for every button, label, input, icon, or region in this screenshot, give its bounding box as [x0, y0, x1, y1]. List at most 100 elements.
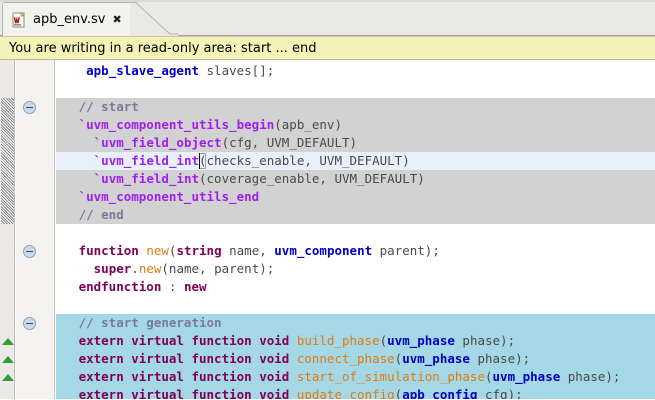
code-token: connect_phase — [296, 351, 395, 366]
editor-tab-apb-env-sv[interactable]: apb_env.sv ✖ — [2, 2, 138, 36]
folding-ruler[interactable] — [16, 60, 55, 399]
code-token: (coverage_enable, UVM_DEFAULT) — [199, 171, 425, 186]
code-token — [56, 117, 79, 132]
code-token: // start — [78, 99, 139, 114]
code-token: `uvm_field_int — [93, 171, 199, 186]
code-token: `uvm_field_object — [93, 135, 222, 150]
code-token: cfg); — [477, 387, 523, 399]
code-line[interactable]: `uvm_component_utils_begin(apb_env) — [56, 116, 342, 134]
bracket-match-highlight — [198, 153, 207, 169]
code-token: uvm_component — [274, 243, 373, 258]
code-token: phase); — [454, 333, 516, 348]
code-line[interactable]: extern virtual function void start_of_si… — [56, 368, 621, 386]
code-token — [289, 387, 297, 399]
code-line[interactable]: // start — [56, 98, 139, 116]
code-token: new — [183, 279, 207, 294]
code-token: uvm_phase — [387, 333, 455, 348]
code-line[interactable]: extern virtual function void update_conf… — [56, 386, 523, 399]
code-token: uvm_phase — [402, 351, 470, 366]
code-token: update_config — [296, 387, 395, 399]
code-token: : — [161, 279, 184, 294]
gutter-edge — [55, 60, 56, 399]
overridden-method-marker-icon[interactable] — [2, 356, 14, 363]
code-surface[interactable]: apb_slave_agent slaves[]; // start `uvm_… — [56, 60, 655, 399]
code-token — [56, 63, 86, 78]
code-token: ( — [379, 333, 388, 348]
code-line[interactable]: function new(string name, uvm_component … — [56, 242, 440, 260]
code-token: function — [78, 243, 139, 258]
code-token — [56, 387, 79, 399]
code-token: ( — [394, 387, 403, 399]
code-token: build_phase — [296, 333, 380, 348]
code-token: ( — [484, 369, 493, 384]
code-line[interactable]: `uvm_field_int(coverage_enable, UVM_DEFA… — [56, 170, 425, 188]
code-token: extern virtual function void — [78, 333, 290, 348]
code-token — [56, 261, 94, 276]
code-token — [56, 333, 79, 348]
code-token: `uvm_component_utils_end — [78, 189, 260, 204]
fold-collapse-icon[interactable] — [23, 245, 36, 258]
code-token: (cfg, UVM_DEFAULT) — [221, 135, 358, 150]
code-token: extern virtual function void — [78, 387, 290, 399]
code-token — [289, 369, 297, 384]
code-line[interactable]: `uvm_field_object(cfg, UVM_DEFAULT) — [56, 134, 357, 152]
code-token: `uvm_component_utils_begin — [78, 117, 275, 132]
code-token — [56, 171, 94, 186]
code-line[interactable]: extern virtual function void build_phase… — [56, 332, 516, 350]
code-token: slaves[]; — [199, 63, 275, 78]
fold-collapse-icon[interactable] — [23, 101, 36, 114]
code-token: string — [176, 243, 222, 258]
editor-tab-bar: apb_env.sv ✖ — [0, 0, 655, 36]
code-token: ( — [394, 351, 403, 366]
code-token: phase); — [560, 369, 621, 384]
code-token: // end — [78, 207, 124, 222]
code-token: start_of_simulation_phase — [296, 369, 485, 384]
code-token: parent); — [372, 243, 440, 258]
overridden-method-marker-icon[interactable] — [2, 338, 14, 345]
code-editor-area[interactable]: apb_slave_agent slaves[]; // start `uvm_… — [0, 60, 655, 399]
readonly-hatch-marker — [1, 98, 14, 224]
code-token: . — [131, 261, 139, 276]
code-token — [56, 189, 79, 204]
code-token: extern virtual function void — [78, 369, 290, 384]
code-line[interactable]: // end — [56, 206, 124, 224]
code-token: `uvm_field_int — [93, 153, 199, 168]
code-text-layer[interactable]: apb_slave_agent slaves[]; // start `uvm_… — [56, 60, 655, 399]
code-token: new — [138, 261, 162, 276]
code-line[interactable]: // start generation — [56, 314, 222, 332]
close-icon[interactable]: ✖ — [112, 13, 122, 26]
code-token: new — [146, 243, 169, 258]
code-token — [56, 315, 79, 330]
code-token: apb_config — [402, 387, 478, 399]
code-token: name, — [221, 243, 275, 258]
code-token: super — [93, 261, 132, 276]
code-line[interactable]: super.new(name, parent); — [56, 260, 275, 278]
code-token: extern virtual function void — [78, 351, 290, 366]
code-token — [56, 99, 79, 114]
fold-collapse-icon[interactable] — [23, 317, 36, 330]
code-token: uvm_phase — [492, 369, 561, 384]
code-line[interactable]: `uvm_component_utils_end — [56, 188, 260, 206]
code-token — [56, 243, 79, 258]
generated-code-block-background — [56, 314, 655, 399]
code-token — [56, 153, 94, 168]
code-token: (checks_enable, UVM_DEFAULT) — [199, 153, 410, 168]
overridden-method-marker-icon[interactable] — [2, 374, 14, 381]
code-token — [56, 351, 79, 366]
readonly-warning-text: You are writing in a read-only area: sta… — [9, 40, 317, 56]
code-line[interactable]: extern virtual function void connect_pha… — [56, 350, 531, 368]
code-token — [56, 207, 79, 222]
code-token: (apb_env) — [274, 117, 342, 132]
code-token: // start generation — [78, 315, 222, 330]
code-line[interactable]: apb_slave_agent slaves[]; — [56, 62, 274, 80]
systemverilog-file-icon — [11, 11, 27, 28]
readonly-warning-banner: You are writing in a read-only area: sta… — [0, 36, 655, 60]
code-token: endfunction — [78, 279, 162, 294]
code-token — [56, 279, 79, 294]
code-token: (name, parent); — [161, 261, 275, 276]
code-token: apb_slave_agent — [86, 63, 199, 78]
text-caret — [198, 153, 200, 169]
code-line[interactable]: endfunction : new — [56, 278, 207, 296]
code-line[interactable]: `uvm_field_int(checks_enable, UVM_DEFAUL… — [56, 152, 410, 170]
